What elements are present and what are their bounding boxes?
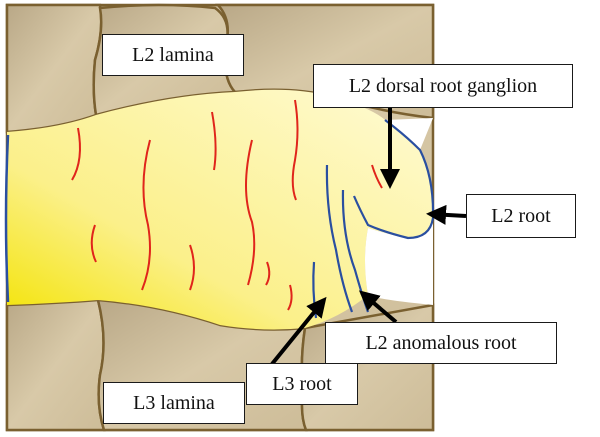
- l2-root-arrow: [426, 204, 467, 225]
- foramen-space: [385, 118, 433, 150]
- pointer-arrows: [270, 108, 467, 366]
- dura-edge-left: [4, 134, 10, 303]
- anomalous-root-arrow: [358, 290, 398, 324]
- blood-vessels: [71, 99, 383, 311]
- l3-root-arrow: [270, 296, 327, 366]
- label-l2-dorsal-root-ganglion: L2 dorsal root ganglion: [313, 64, 573, 108]
- label-l2-anomalous-root: L2 anomalous root: [325, 322, 557, 364]
- dural-sac: [7, 89, 434, 330]
- label-l2-lamina: L2 lamina: [102, 34, 244, 76]
- label-l3-root: L3 root: [246, 363, 358, 405]
- foramen-space-lower: [365, 220, 433, 305]
- label-l3-lamina: L3 lamina: [103, 382, 245, 424]
- label-l2-root: L2 root: [466, 194, 576, 238]
